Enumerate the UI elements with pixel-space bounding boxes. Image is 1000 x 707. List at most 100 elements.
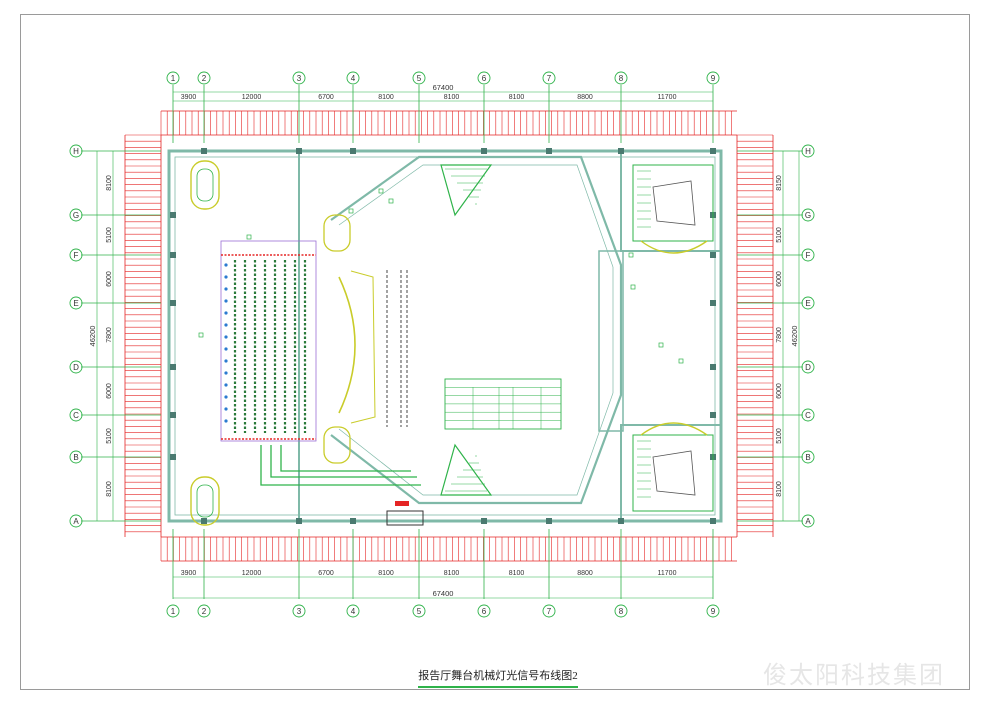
axis-label-column: 8 [619,74,624,83]
floor-socket [224,287,228,291]
axis-bubble [801,296,815,310]
axis-label-column: 5 [417,74,422,83]
structural-column [710,148,716,154]
axis-bubble [801,248,815,262]
row-span-left: 6000 [106,271,113,287]
structural-column [710,412,716,418]
top-dimension-band [160,110,737,136]
axis-label-row: H [805,147,811,156]
axis-label-row: A [73,517,79,526]
structural-column [618,518,624,524]
axis-bubble [614,71,628,85]
column-span-bottom: 8100 [378,570,394,577]
structural-column [170,252,176,258]
column-span-top: 8800 [577,94,593,101]
structural-column [201,148,207,154]
outer-wall [167,149,723,523]
axis-label-column: 9 [711,607,716,616]
column-span-bottom: 8100 [509,570,525,577]
axis-label-row: C [73,411,79,420]
row-span-left: 8100 [106,481,113,497]
floor-socket [224,383,228,387]
structural-column [350,148,356,154]
structural-column [710,364,716,370]
structural-column [546,148,552,154]
row-span-left: 5100 [106,428,113,444]
structural-column [170,454,176,460]
axis-bubble [706,71,720,85]
floor-socket [224,275,228,279]
equipment-marker [658,342,664,348]
structural-column [170,412,176,418]
equipment-marker [246,234,252,240]
detail-layer [190,160,714,526]
structural-column [296,518,302,524]
stair-well [652,180,696,226]
overall-height-left: 46200 [88,326,97,347]
stair-room-bottom [620,424,722,522]
structural-column [296,148,302,154]
axis-bubble [69,450,83,464]
floor-socket [224,335,228,339]
axis-label-row: A [805,517,811,526]
structural-column [170,364,176,370]
watermark: 俊太阳科技集团 [763,661,945,689]
spiral-stair [190,476,220,526]
equipment-marker [378,188,384,194]
axis-bubble [197,604,211,618]
axis-label-row: C [805,411,811,420]
floor-socket [224,407,228,411]
column-span-bottom: 8800 [577,570,593,577]
axis-label-row: B [73,453,78,462]
row-span-right: 5100 [776,227,783,243]
axis-bubble [69,408,83,422]
axis-bubble [801,360,815,374]
axis-label-column: 1 [171,607,176,616]
axis-label-column: 7 [547,607,552,616]
axis-bubble [346,604,360,618]
bottom-dimension-band [160,536,737,562]
axis-label-row: F [74,251,79,260]
axis-bubble [477,71,491,85]
structural-column [481,148,487,154]
axis-label-row: G [73,211,79,220]
axis-bubble [69,514,83,528]
structural-column [618,148,624,154]
axis-bubble [801,144,815,158]
axis-label-row: D [73,363,79,372]
column-span-top: 11700 [658,94,677,101]
stair-hall [632,164,714,242]
row-span-right: 8100 [776,481,783,497]
column-span-top: 6700 [318,94,334,101]
cable-run [260,445,421,486]
floor-socket [224,371,228,375]
floor-socket [224,311,228,315]
column-span-bottom: 11700 [658,570,677,577]
structural-column [481,518,487,524]
stair-room-top [620,150,722,252]
floor-socket [224,263,228,267]
axis-bubble [542,71,556,85]
floor-socket [224,395,228,399]
axis-label-column: 6 [482,74,487,83]
equipment-marker [630,284,636,290]
overall-width-bottom: 67400 [433,589,454,598]
axis-label-row: F [806,251,811,260]
structural-column [710,252,716,258]
axis-bubble [166,71,180,85]
axis-label-row: D [805,363,811,372]
row-span-left: 5100 [106,227,113,243]
axis-label-column: 7 [547,74,552,83]
axis-bubble [801,208,815,222]
axis-bubble [69,248,83,262]
column-span-top: 8100 [444,94,460,101]
orchestra-pit [350,270,376,424]
floor-socket [224,299,228,303]
equipment-marker [198,332,204,338]
hall-wall [330,155,623,505]
structural-column [546,518,552,524]
legend-table [444,378,562,430]
axis-label-column: 6 [482,607,487,616]
